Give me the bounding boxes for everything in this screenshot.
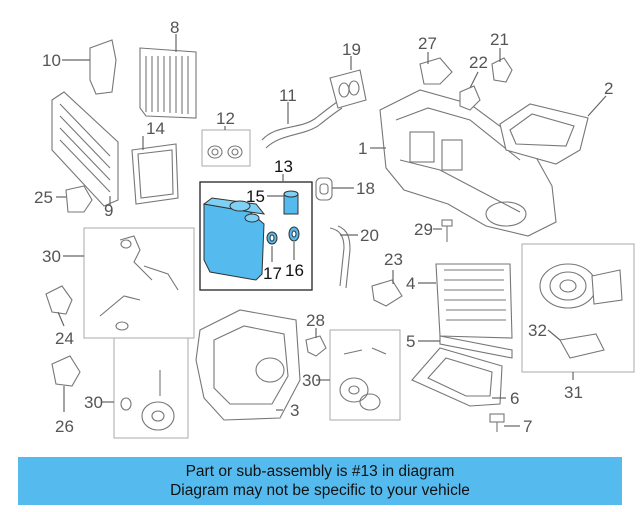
part-lower-housing [195, 309, 301, 421]
caption-line-1: Part or sub-assembly is #13 in diagram [185, 463, 455, 480]
callout-30-right: 30 [302, 371, 321, 390]
leader-lines [56, 34, 607, 427]
part-actuator-25 [65, 185, 93, 213]
callout-3: 3 [290, 401, 299, 420]
callout-29: 29 [414, 220, 433, 239]
part-seals-12 [207, 145, 243, 159]
part-box-12 [201, 129, 251, 167]
callout-5: 5 [406, 332, 415, 351]
callout-1: 1 [358, 139, 367, 158]
part-bracket-28 [305, 335, 327, 357]
part-housing-cover-2 [499, 103, 589, 165]
part-box-30a [113, 337, 189, 439]
callout-26: 26 [55, 417, 74, 436]
part-filter-frame [131, 143, 179, 205]
part-evaporator [202, 197, 266, 281]
callout-10: 10 [42, 51, 61, 70]
part-bracket-21 [491, 57, 513, 83]
callout-15: 15 [246, 187, 265, 206]
caption-line-2: Diagram may not be specific to your vehi… [170, 482, 470, 499]
part-heater-core [139, 47, 197, 119]
part-bracket-10 [89, 39, 117, 95]
part-actuator-24 [45, 285, 73, 315]
callout-19: 19 [342, 40, 361, 59]
part-gears-30b [339, 347, 387, 411]
callout-4: 4 [406, 274, 415, 293]
part-cabin-filter [435, 263, 513, 339]
callout-6: 6 [510, 389, 519, 408]
callout-13: 13 [274, 157, 293, 176]
callout-30-left: 30 [84, 393, 103, 412]
part-screw-7 [489, 413, 505, 432]
part-box-13 [199, 181, 313, 291]
callout-2: 2 [604, 79, 613, 98]
caption-banner: Part or sub-assembly is #13 in diagram D… [18, 457, 622, 505]
callout-28: 28 [306, 311, 325, 330]
part-box-32 [521, 243, 635, 373]
callout-25: 25 [34, 188, 53, 207]
parts-diagram: 10 8 11 19 12 14 9 25 13 15 17 16 18 20 … [34, 18, 635, 439]
callout-16: 16 [285, 261, 304, 280]
callout-18: 18 [356, 179, 375, 198]
callout-17: 17 [263, 264, 282, 283]
callout-33: 32 [528, 321, 547, 340]
callout-12: 12 [216, 109, 235, 128]
part-screw-29 [441, 219, 453, 242]
part-actuator-26 [51, 355, 81, 387]
callout-7: 7 [523, 417, 532, 436]
callout-23: 23 [384, 250, 403, 269]
part-box-30b [329, 329, 401, 421]
callout-14: 14 [146, 119, 165, 138]
part-heater-radiator [51, 91, 119, 207]
callout-22: 22 [469, 53, 488, 72]
callout-8: 8 [170, 18, 179, 37]
callout-24: 24 [55, 329, 74, 348]
part-gears-30a [120, 370, 175, 431]
callout-20: 20 [360, 226, 379, 245]
callout-32: 31 [564, 383, 583, 402]
part-seal-19 [329, 69, 367, 109]
part-ac-line-11 [261, 99, 343, 149]
part-linkages-31 [99, 235, 179, 331]
callout-31: 30 [42, 247, 61, 266]
part-grommet-18 [315, 177, 333, 201]
part-tray-6 [411, 347, 503, 407]
callout-numbers: 10 8 11 19 12 14 9 25 13 15 17 16 18 20 … [34, 18, 613, 436]
part-actuator-23 [371, 279, 403, 307]
callout-11: 11 [279, 86, 297, 105]
part-bracket-27 [419, 57, 453, 85]
part-blower-motor [539, 263, 623, 309]
part-bracket-22 [459, 85, 481, 111]
part-o-rings [266, 226, 300, 245]
callout-9: 9 [104, 201, 113, 220]
part-box-31 [83, 227, 195, 339]
callout-27: 27 [418, 34, 437, 53]
part-expansion-valve [283, 190, 299, 215]
callout-21: 21 [490, 30, 509, 49]
part-blower-resistor [559, 333, 605, 359]
